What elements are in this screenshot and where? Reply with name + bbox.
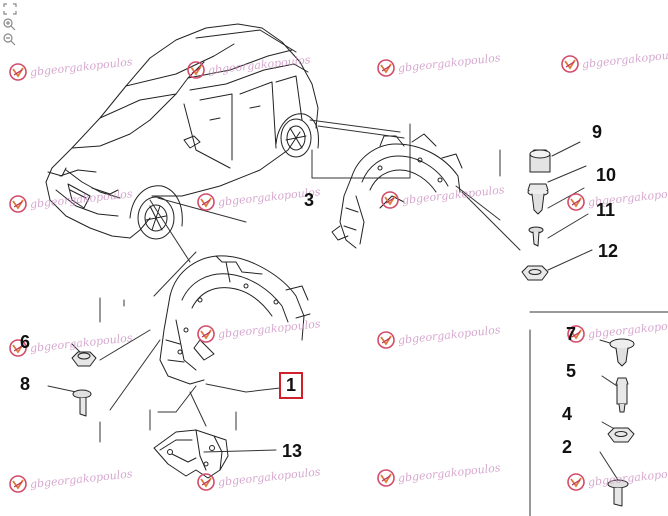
callout-12[interactable]: 12 <box>598 241 619 261</box>
bracket-part <box>153 429 229 479</box>
watermark-logo-icon <box>377 59 395 77</box>
watermark-logo-icon <box>567 193 585 211</box>
wheel-liner-front <box>159 255 311 385</box>
callout-13[interactable]: 13 <box>282 441 303 461</box>
callout-4[interactable]: 4 <box>562 404 573 424</box>
callout-7[interactable]: 7 <box>566 324 577 344</box>
vehicle-outline <box>45 23 319 240</box>
watermark-logo-icon <box>567 325 585 343</box>
callout-11[interactable]: 11 <box>596 200 616 220</box>
wheel-liner-rear <box>331 133 463 249</box>
watermark-logo-icon <box>197 325 215 343</box>
fastener-12 <box>521 265 549 281</box>
watermark-logo-icon <box>197 473 215 491</box>
fullscreen-icon[interactable] <box>2 2 18 16</box>
callout-5[interactable]: 5 <box>566 361 577 381</box>
watermark-logo-icon <box>561 55 579 73</box>
fastener-5 <box>615 377 629 413</box>
watermark-logo-icon <box>381 191 399 209</box>
fastener-2 <box>607 479 629 507</box>
fastener-11 <box>528 226 544 247</box>
callout-1[interactable]: 1 <box>279 372 304 399</box>
watermark-logo-icon <box>9 195 27 213</box>
watermark-logo-icon <box>187 61 205 79</box>
watermark-logo-icon <box>9 339 27 357</box>
fastener-7 <box>609 338 635 367</box>
fastener-6 <box>71 351 97 367</box>
fastener-9 <box>529 149 551 173</box>
watermark-logo-icon <box>9 63 27 81</box>
zoom-out-icon[interactable] <box>2 32 18 46</box>
callout-3[interactable]: 3 <box>304 190 315 210</box>
watermark-logo-icon <box>567 473 585 491</box>
fastener-4 <box>607 427 635 443</box>
callout-10[interactable]: 10 <box>596 165 617 185</box>
watermark-logo-icon <box>377 331 395 349</box>
callout-6[interactable]: 6 <box>20 332 31 352</box>
watermark-logo-icon <box>9 475 27 493</box>
watermark-logo-icon <box>197 193 215 211</box>
fastener-10 <box>527 183 549 215</box>
fastener-8 <box>72 389 92 417</box>
leader-lines <box>47 119 668 516</box>
zoom-in-icon[interactable] <box>2 17 18 31</box>
callout-8[interactable]: 8 <box>20 374 31 394</box>
callout-2[interactable]: 2 <box>562 437 573 457</box>
watermark-logo-icon <box>377 469 395 487</box>
callout-9[interactable]: 9 <box>592 122 603 142</box>
